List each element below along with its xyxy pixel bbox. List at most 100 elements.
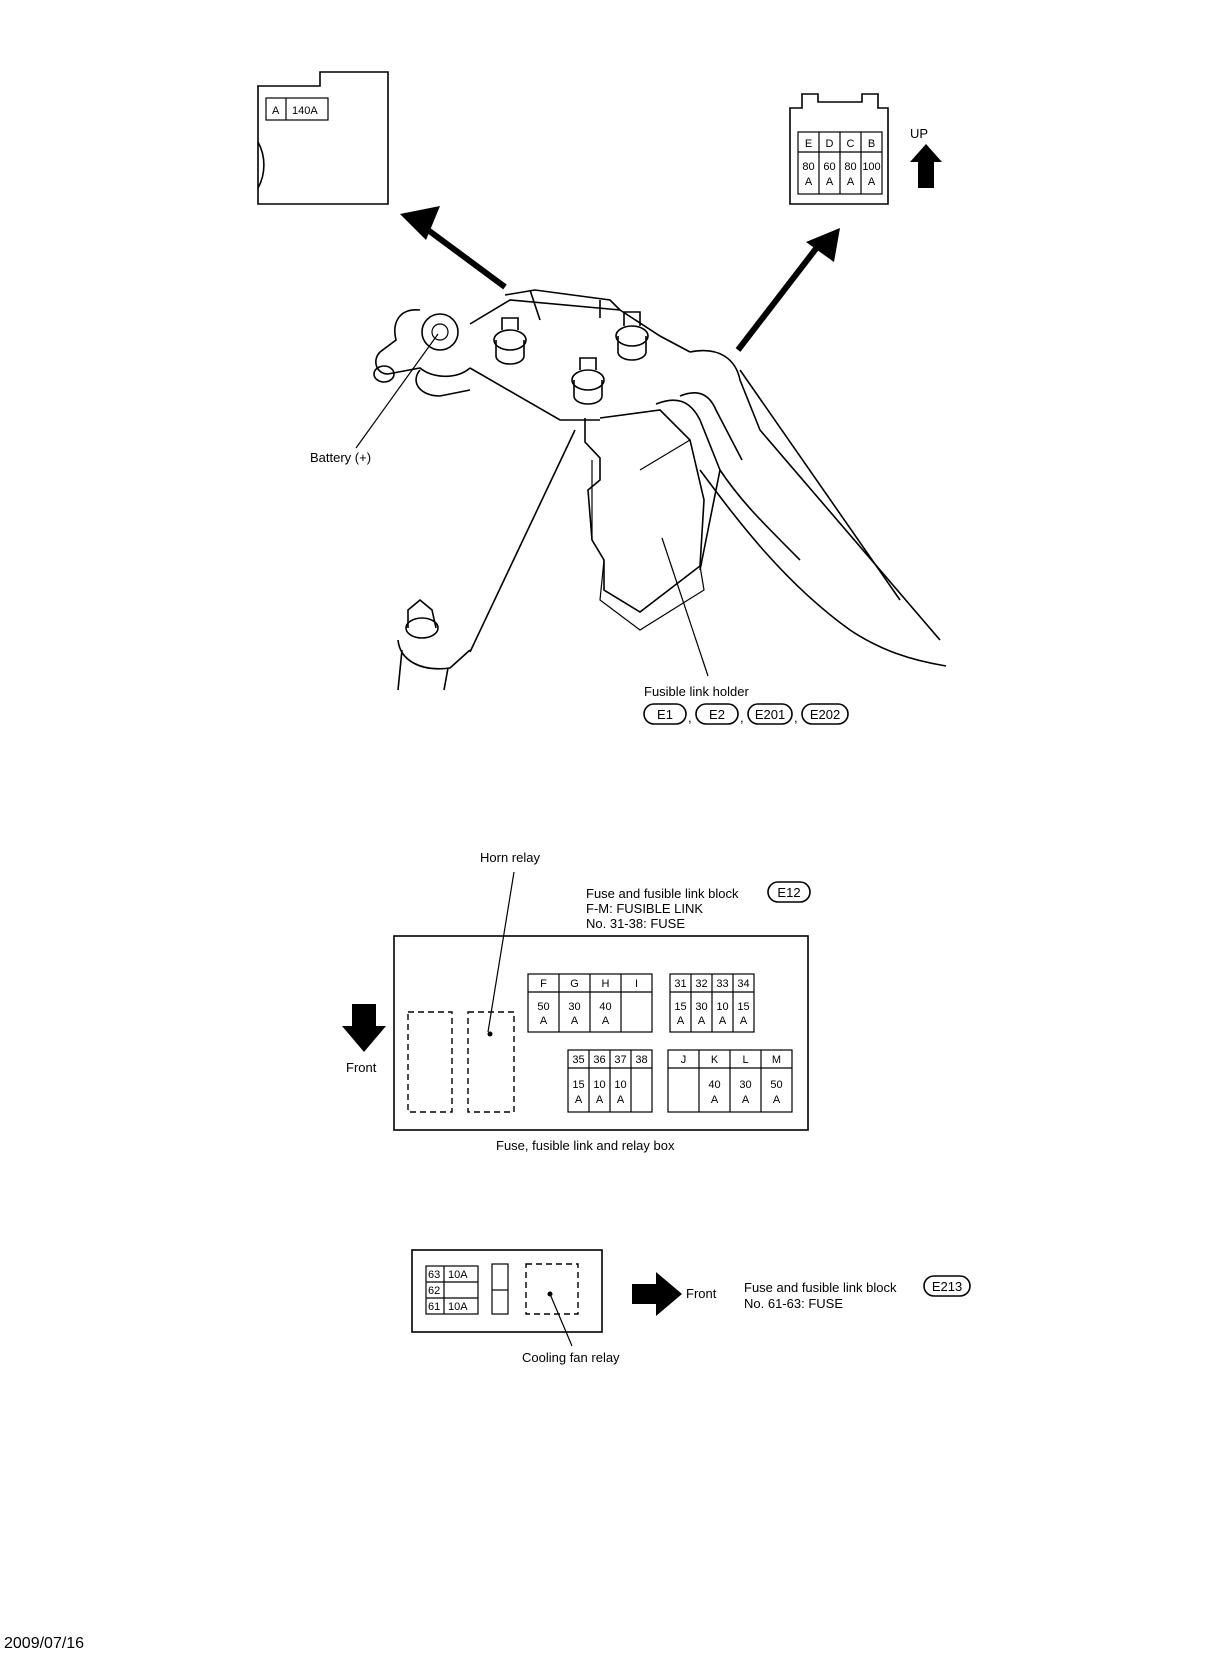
fuse-block-line3: No. 31-38: FUSE bbox=[586, 916, 685, 931]
relay-slot-left bbox=[407, 1011, 453, 1113]
svg-text:E1: E1 bbox=[657, 707, 673, 722]
horn-relay-slot bbox=[467, 1011, 515, 1113]
svg-text:A: A bbox=[740, 1015, 748, 1027]
connector-e2-badge: E2 bbox=[695, 703, 739, 725]
connector-separator: , bbox=[794, 710, 798, 725]
horn-relay-label: Horn relay bbox=[480, 850, 540, 865]
svg-text:30: 30 bbox=[568, 1001, 580, 1013]
svg-text:F: F bbox=[540, 978, 547, 990]
up-label: UP bbox=[910, 126, 928, 141]
fuse-block-e213-line2: No. 61-63: FUSE bbox=[744, 1296, 843, 1311]
footer-date: 2009/07/16 bbox=[4, 1635, 85, 1652]
fuse-stack-61-63: 63 10A 62 61 10A bbox=[425, 1265, 479, 1315]
front-down-arrow-icon bbox=[342, 1004, 386, 1052]
up-arrow-icon: UP bbox=[910, 126, 942, 188]
svg-text:33: 33 bbox=[716, 978, 728, 990]
svg-text:E213: E213 bbox=[932, 1279, 962, 1294]
connector-e12-badge: E12 bbox=[767, 881, 811, 903]
svg-text:31: 31 bbox=[674, 978, 686, 990]
svg-text:62: 62 bbox=[428, 1285, 440, 1297]
fusible-link-a-housing: A 140A bbox=[257, 71, 389, 205]
svg-text:I: I bbox=[635, 978, 638, 990]
connector-e1-badge: E1 bbox=[643, 703, 687, 725]
fuse-b-label: B bbox=[868, 138, 875, 150]
cooling-fan-relay-label: Cooling fan relay bbox=[522, 1350, 620, 1365]
fuse-b-amps: 100 bbox=[862, 161, 880, 173]
battery-label: Battery (+) bbox=[310, 450, 371, 465]
relay-box-outline bbox=[393, 935, 809, 1131]
front-label-bottom: Front bbox=[686, 1286, 717, 1301]
fuse-b-unit: A bbox=[868, 176, 876, 188]
fuse-e-amps: 80 bbox=[802, 161, 814, 173]
svg-text:E201: E201 bbox=[755, 707, 785, 722]
svg-text:30: 30 bbox=[695, 1001, 707, 1013]
fuse-slot-empty bbox=[491, 1263, 509, 1315]
fuse-group-fghi: F G H I 50 30 40 A A A bbox=[527, 973, 653, 1033]
fuse-d-label: D bbox=[826, 138, 834, 150]
front-right-arrow-icon bbox=[632, 1272, 682, 1316]
fuse-d-unit: A bbox=[826, 176, 834, 188]
fuse-block-e213-title: Fuse and fusible link block bbox=[744, 1280, 897, 1295]
connector-e202-badge: E202 bbox=[801, 703, 849, 725]
fuse-c-amps: 80 bbox=[844, 161, 856, 173]
svg-text:A: A bbox=[773, 1094, 781, 1106]
svg-text:A: A bbox=[575, 1094, 583, 1106]
connector-separator: , bbox=[740, 710, 744, 725]
svg-text:15: 15 bbox=[737, 1001, 749, 1013]
fuse-group-35-38: 35 36 37 38 15 10 10 A A A bbox=[567, 1049, 653, 1113]
svg-text:50: 50 bbox=[537, 1001, 549, 1013]
svg-text:10: 10 bbox=[593, 1079, 605, 1091]
svg-text:A: A bbox=[719, 1015, 727, 1027]
svg-text:32: 32 bbox=[695, 978, 707, 990]
arrow-to-fuse-a bbox=[400, 206, 507, 290]
fuse-a-rating: 140A bbox=[292, 105, 318, 117]
svg-text:50: 50 bbox=[770, 1079, 782, 1091]
svg-text:H: H bbox=[602, 978, 610, 990]
front-label-middle: Front bbox=[346, 1060, 377, 1075]
connector-e213-badge: E213 bbox=[923, 1275, 971, 1297]
arrow-to-fuse-block bbox=[735, 228, 840, 352]
svg-text:34: 34 bbox=[737, 978, 749, 990]
fuse-c-unit: A bbox=[847, 176, 855, 188]
svg-text:10: 10 bbox=[614, 1079, 626, 1091]
connector-e201-badge: E201 bbox=[747, 703, 793, 725]
svg-text:63: 63 bbox=[428, 1269, 440, 1281]
svg-text:35: 35 bbox=[572, 1054, 584, 1066]
horn-relay-leader bbox=[487, 871, 515, 1033]
svg-text:J: J bbox=[681, 1054, 687, 1066]
svg-text:E2: E2 bbox=[709, 707, 725, 722]
fuse-group-31-34: 31 32 33 34 15 30 10 15 A A A A bbox=[669, 973, 755, 1033]
svg-text:E202: E202 bbox=[810, 707, 840, 722]
fuse-d-amps: 60 bbox=[823, 161, 835, 173]
svg-text:G: G bbox=[570, 978, 579, 990]
svg-text:15: 15 bbox=[674, 1001, 686, 1013]
svg-text:A: A bbox=[617, 1094, 625, 1106]
svg-text:37: 37 bbox=[614, 1054, 626, 1066]
fusible-link-edcb-housing: E D C B 80 60 80 100 A A A A bbox=[789, 93, 889, 205]
svg-text:E12: E12 bbox=[777, 885, 800, 900]
svg-text:L: L bbox=[742, 1054, 748, 1066]
battery-terminal-drawing bbox=[355, 289, 947, 691]
svg-text:61: 61 bbox=[428, 1301, 440, 1313]
svg-text:36: 36 bbox=[593, 1054, 605, 1066]
fuse-a-letter: A bbox=[272, 105, 280, 117]
fusible-link-holder-label: Fusible link holder bbox=[644, 684, 749, 699]
connector-separator: , bbox=[688, 710, 692, 725]
fuse-c-label: C bbox=[847, 138, 855, 150]
svg-text:A: A bbox=[677, 1015, 685, 1027]
fuse-group-jklm: J K L M 40 30 50 A A A bbox=[667, 1049, 793, 1113]
cooling-fan-relay-leader bbox=[549, 1293, 573, 1347]
svg-text:A: A bbox=[742, 1094, 750, 1106]
fuse-e-label: E bbox=[805, 138, 812, 150]
svg-text:10: 10 bbox=[716, 1001, 728, 1013]
svg-text:15: 15 bbox=[572, 1079, 584, 1091]
fuse-e-unit: A bbox=[805, 176, 813, 188]
svg-text:40: 40 bbox=[708, 1079, 720, 1091]
svg-text:A: A bbox=[602, 1015, 610, 1027]
svg-text:10A: 10A bbox=[448, 1301, 468, 1313]
svg-text:A: A bbox=[698, 1015, 706, 1027]
svg-text:10A: 10A bbox=[448, 1269, 468, 1281]
svg-text:A: A bbox=[540, 1015, 548, 1027]
svg-text:40: 40 bbox=[599, 1001, 611, 1013]
fuse-block-title: Fuse and fusible link block bbox=[586, 886, 739, 901]
